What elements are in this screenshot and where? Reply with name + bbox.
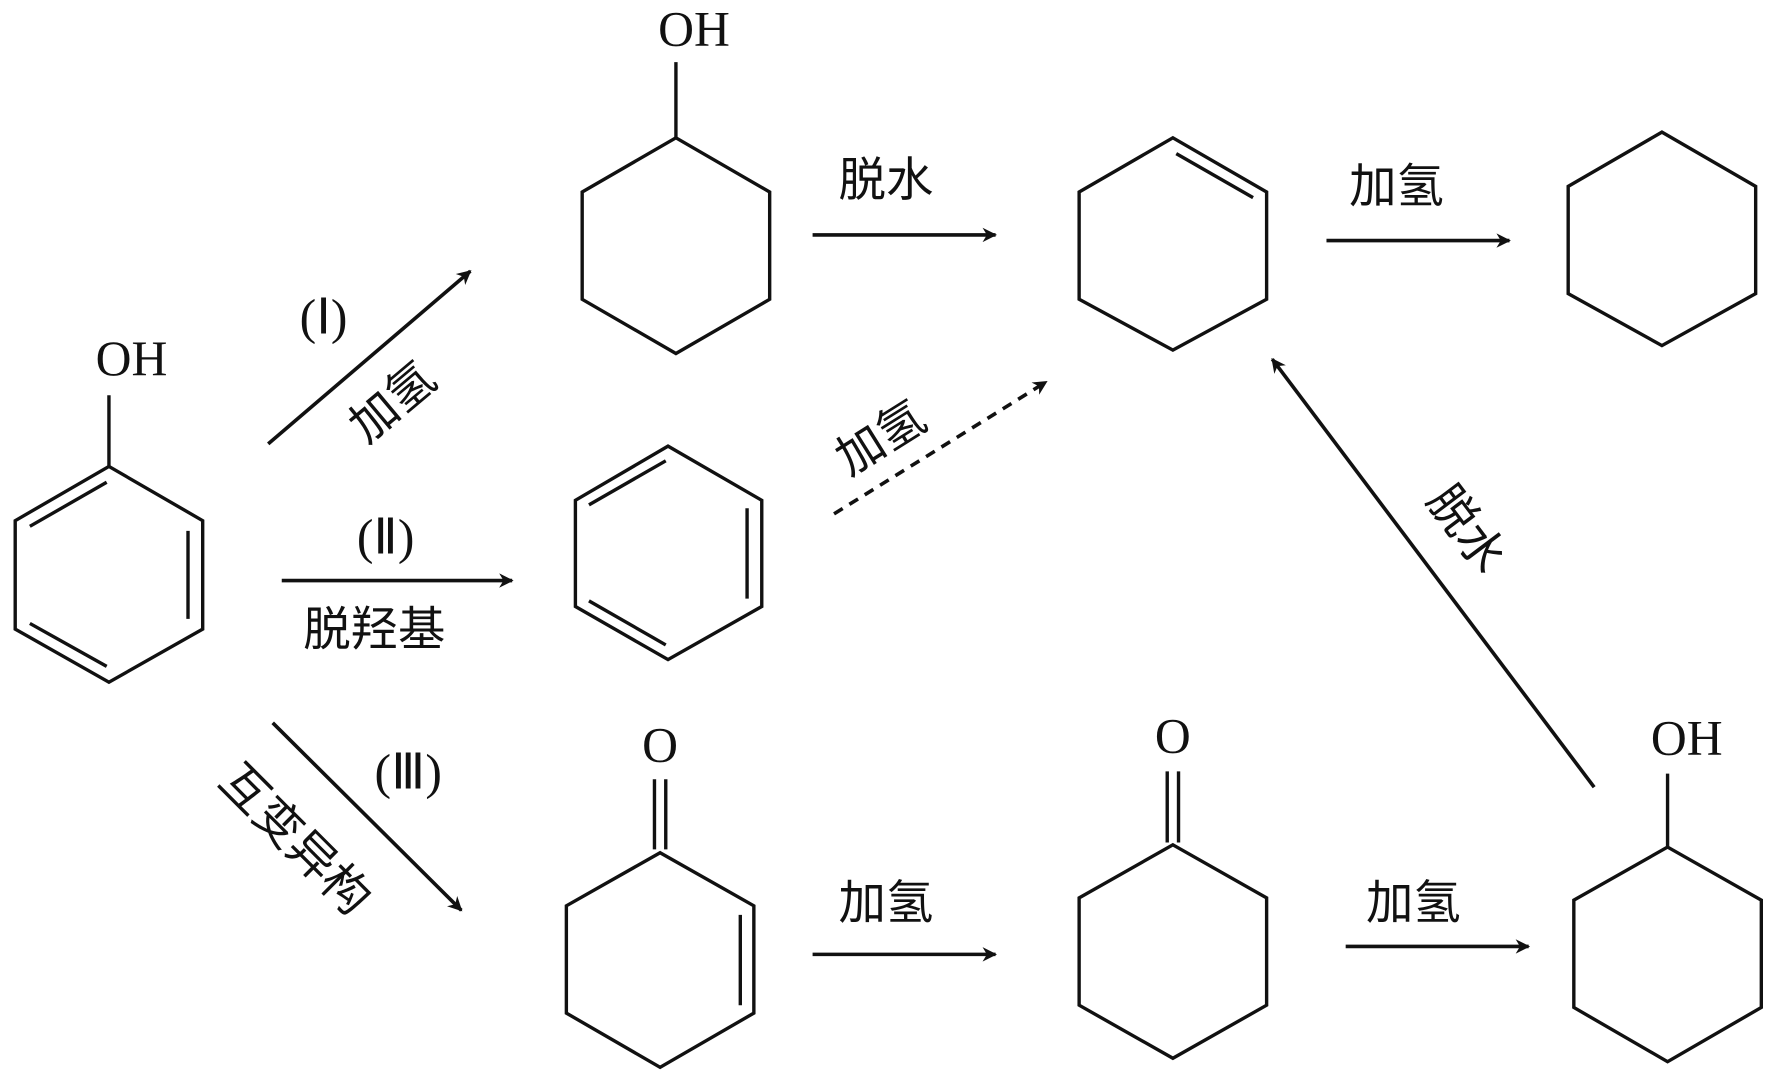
cyclohexanol-top: OH (580, 1, 772, 356)
route1-number: (Ⅰ) (300, 289, 348, 344)
hydrogenate-top-label: 加氢 (1349, 160, 1444, 215)
route1-arrow (267, 269, 472, 446)
cyclohexane (1566, 130, 1758, 348)
route1-label: 加氢 (339, 351, 447, 454)
cyclohexene (1077, 135, 1269, 353)
route3-number: (Ⅲ) (375, 744, 442, 799)
hydrogenate-dashed-label: 加氢 (826, 390, 936, 487)
cyclohexenone: O (564, 717, 756, 1070)
cyclohexanol-top-oh-label: OH (658, 1, 730, 56)
cyclohexanone-o-label: O (1155, 708, 1191, 763)
route3-label: 互变异构 (208, 753, 381, 926)
hydrogenate-dashed-arrow (833, 380, 1048, 516)
hydrogenate-bottom1-label: 加氢 (839, 876, 934, 931)
benzene (573, 444, 764, 662)
cyclohexanone: O (1077, 708, 1269, 1061)
phenol: OH (13, 331, 205, 685)
cyclohexenone-o-label: O (642, 717, 678, 772)
route3-arrow (271, 721, 463, 912)
phenol-oh-label: OH (96, 331, 168, 386)
route2-number: (Ⅱ) (357, 510, 415, 565)
dehydrate-diag-arrow (1270, 358, 1596, 789)
hydrogenate-bottom2-label: 加氢 (1366, 876, 1461, 931)
cyclohexanol-bottom-oh-label: OH (1651, 711, 1723, 766)
dehydrate-top-label: 脱水 (839, 153, 934, 208)
cyclohexanol-bottom: OH (1572, 711, 1764, 1064)
route2-label: 脱羟基 (303, 602, 445, 657)
